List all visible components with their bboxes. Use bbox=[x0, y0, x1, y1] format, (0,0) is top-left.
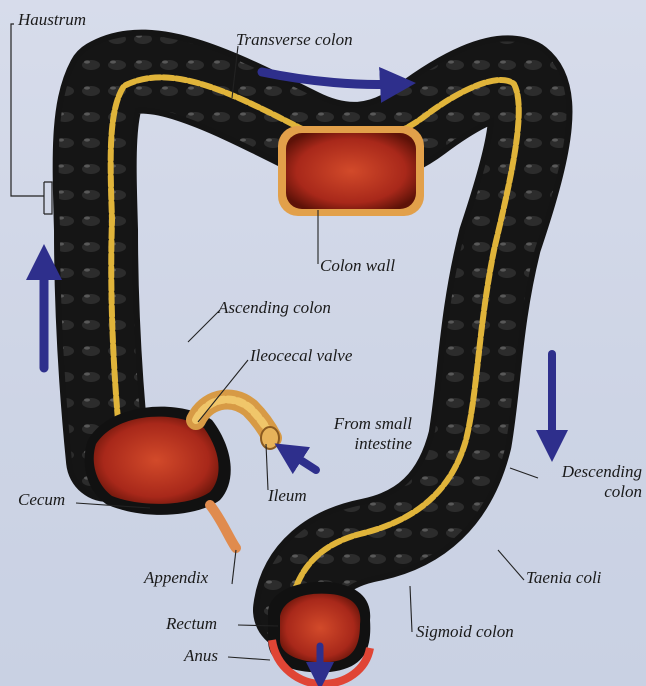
appendix bbox=[210, 505, 236, 548]
label-from-small-intestine: From small intestine bbox=[298, 414, 412, 454]
label-colon-wall: Colon wall bbox=[320, 256, 395, 276]
label-taenia-coli: Taenia coli bbox=[526, 568, 601, 588]
label-transverse-colon: Transverse colon bbox=[236, 30, 353, 50]
label-descending-line2: colon bbox=[530, 482, 642, 502]
haustrum-bracket bbox=[11, 24, 52, 214]
label-appendix: Appendix bbox=[144, 568, 208, 588]
label-haustrum: Haustrum bbox=[18, 10, 86, 30]
label-descending-colon: Descending colon bbox=[530, 462, 642, 502]
label-from-small-line2: intestine bbox=[298, 434, 412, 454]
label-ascending-colon: Ascending colon bbox=[218, 298, 331, 318]
label-cecum: Cecum bbox=[18, 490, 65, 510]
label-ileum: Ileum bbox=[268, 486, 307, 506]
label-rectum: Rectum bbox=[166, 614, 217, 634]
arrow-small-intestine bbox=[288, 452, 316, 470]
label-descending-line1: Descending bbox=[530, 462, 642, 482]
label-anus: Anus bbox=[184, 646, 218, 666]
colon-wall-section bbox=[278, 126, 424, 216]
cecum-section bbox=[85, 407, 231, 515]
label-ileocecal-valve: Ileocecal valve bbox=[250, 346, 352, 366]
label-from-small-line1: From small bbox=[298, 414, 412, 434]
label-sigmoid-colon: Sigmoid colon bbox=[416, 622, 514, 642]
